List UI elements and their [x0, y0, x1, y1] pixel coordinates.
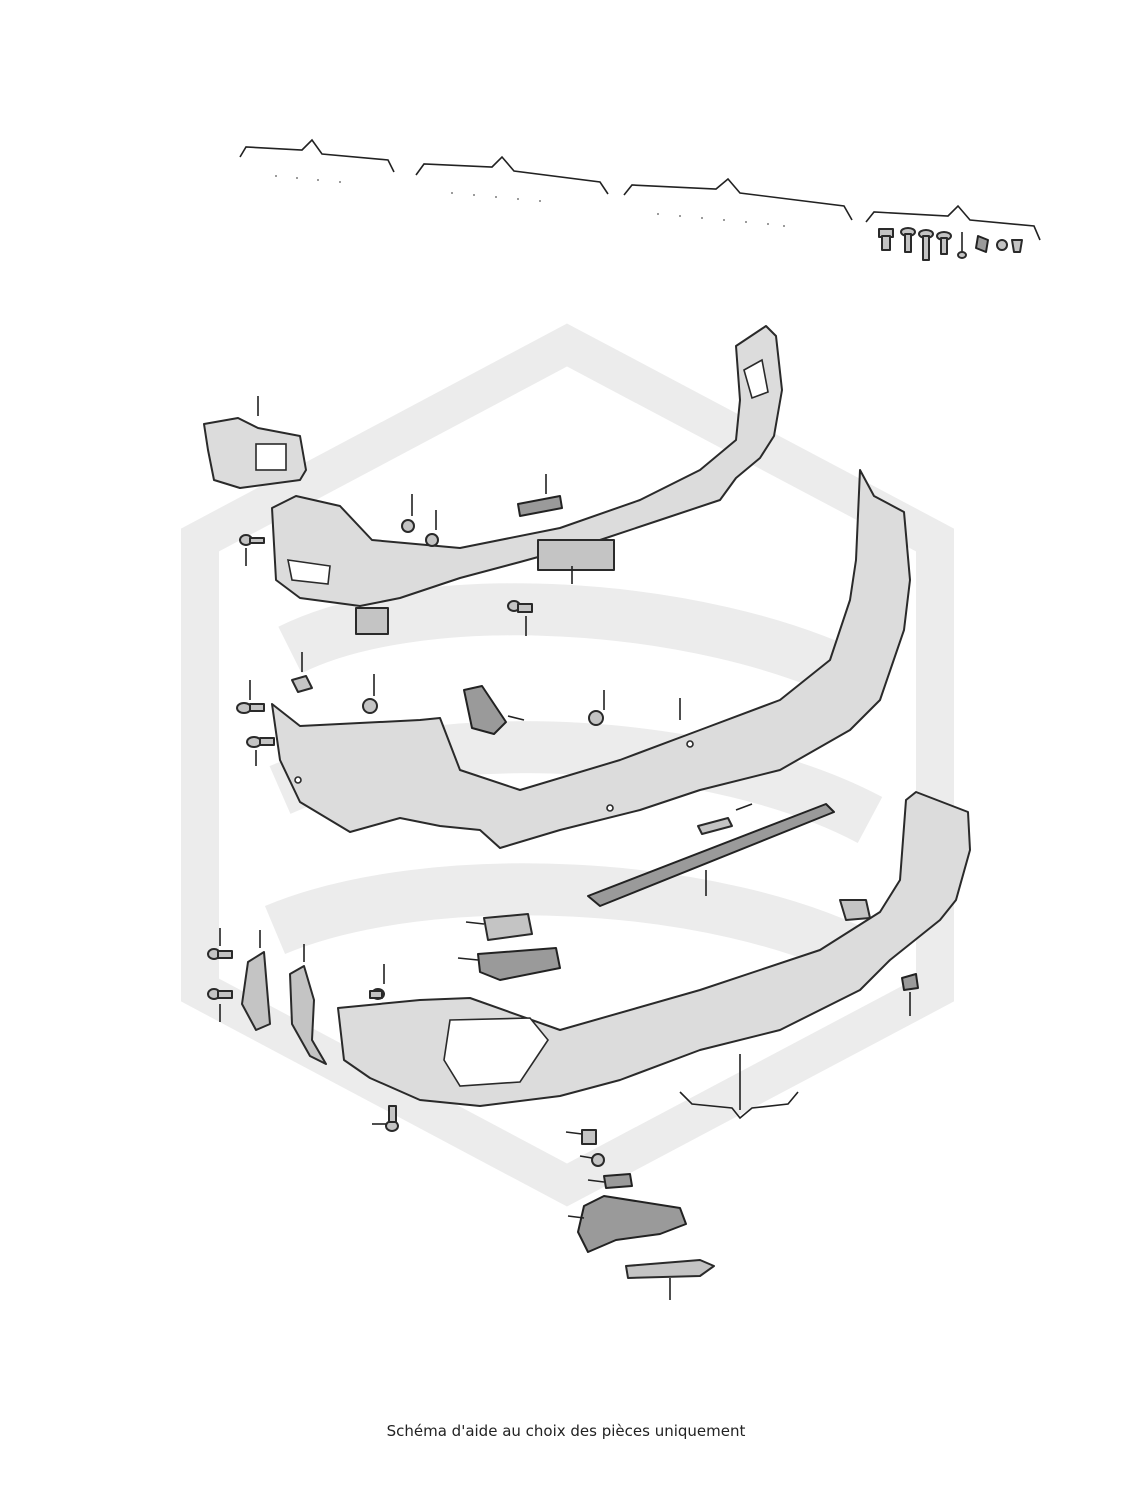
- screw-icon: [246, 736, 275, 766]
- torx-screw-icon: [900, 227, 916, 253]
- exhaust-grille-cluster: [565, 1129, 715, 1300]
- carrier-fasteners: [239, 494, 533, 636]
- callout-brackets-top: [239, 138, 1041, 241]
- sensor-module: [477, 947, 561, 981]
- clip-icon: [401, 494, 415, 533]
- splash-guard-inner: [289, 965, 327, 1065]
- clip-icon: [362, 674, 378, 714]
- lower-bumper-cover: [337, 791, 971, 1120]
- long-screw-icon: [918, 229, 934, 261]
- bracket-group-1: [239, 138, 395, 173]
- diagram-caption: Schéma d'aide au choix des pièces unique…: [386, 1422, 746, 1440]
- lower-fasteners: [207, 928, 399, 1132]
- bumper-reinforcement-carrier: [271, 325, 783, 635]
- nut-icon: [996, 239, 1008, 251]
- spring-clip-icon: [975, 235, 989, 253]
- left-side-bracket: [203, 396, 307, 489]
- diffuser-trim-strip: [587, 803, 835, 907]
- upper-bumper-cover: [271, 469, 911, 849]
- screw-icon: [507, 600, 533, 636]
- hardware-row: [878, 227, 1023, 261]
- nut-icon: [579, 1153, 605, 1167]
- bracket-group-2: [415, 155, 609, 195]
- rivet-icon: [957, 232, 967, 259]
- exhaust-tip-grille: [577, 1195, 687, 1253]
- bracket-group-3: [623, 177, 853, 221]
- hex-bolt-icon: [878, 228, 894, 251]
- nut-icon: [588, 690, 605, 726]
- sensor-bracket: [483, 913, 533, 941]
- screw-icon: [239, 534, 265, 566]
- clip-icon: [291, 652, 313, 693]
- upper-cover-fasteners: [236, 652, 605, 766]
- screw-icon: [369, 964, 385, 1000]
- clip-icon: [565, 1129, 597, 1145]
- nut-icon: [425, 510, 439, 547]
- bracket-group-4: [865, 204, 1041, 241]
- screw-icon: [372, 1105, 399, 1132]
- splash-guard-left: [241, 951, 271, 1031]
- grille-bracket: [603, 1173, 633, 1189]
- splash-guards: [241, 930, 327, 1065]
- screw-icon: [236, 680, 265, 714]
- push-clip-icon: [1011, 239, 1023, 253]
- self-tapping-screw-icon: [936, 231, 952, 255]
- screw-icon: [207, 928, 233, 960]
- screw-icon: [207, 988, 233, 1022]
- chrome-trim-insert: [625, 1259, 715, 1279]
- sensor-parts: [457, 913, 561, 981]
